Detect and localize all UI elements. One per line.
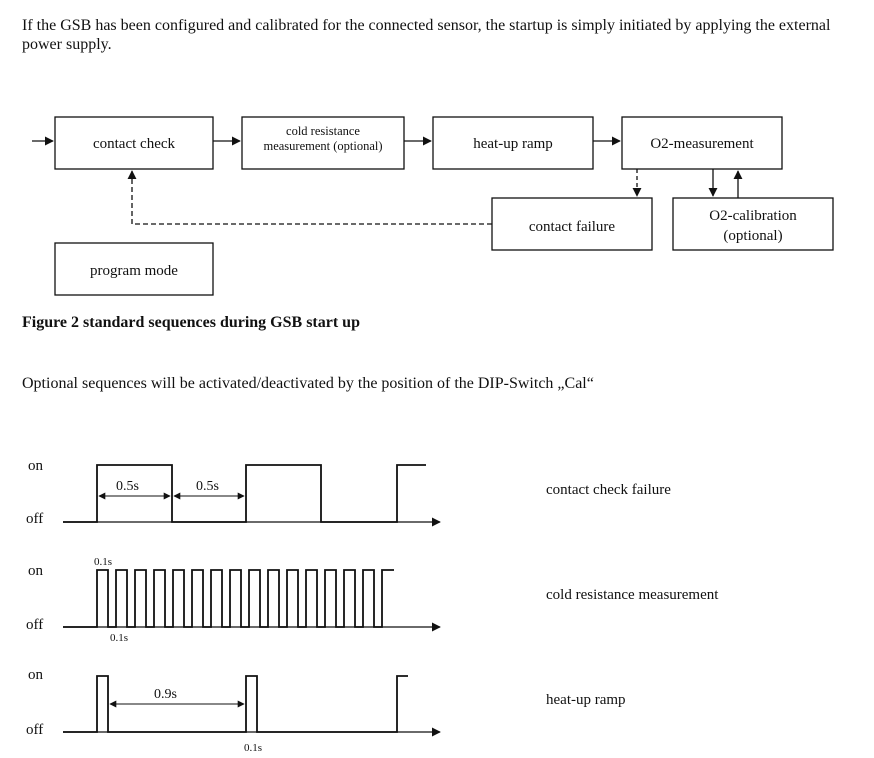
box-o2-calibration	[672, 197, 834, 251]
label-09s: 0.9s	[154, 687, 177, 702]
label-heat-up-ramp-timing: heat-up ramp	[546, 692, 626, 708]
label-cold-resistance-measurement: cold resistance measurement	[546, 587, 719, 603]
label-o2-calibration-1: O2-calibration	[709, 208, 797, 224]
label-o2-measurement: O2-measurement	[650, 136, 754, 152]
dashed-failure-return	[127, 170, 492, 225]
label-05s-2: 0.5s	[196, 479, 219, 494]
signal-cold-resistance	[63, 569, 394, 628]
intro-paragraph: If the GSB has been configured and calib…	[22, 17, 831, 53]
label-05s-1: 0.5s	[116, 479, 139, 494]
label-contact-check: contact check	[93, 136, 176, 152]
optional-sequences-text: Optional sequences will be activated/dea…	[22, 375, 594, 392]
off-label-3: off	[26, 722, 43, 738]
label-heat-up-ramp: heat-up ramp	[473, 136, 553, 152]
on-label-1: on	[28, 458, 44, 474]
label-01s-top: 0.1s	[94, 556, 112, 568]
label-cold-resistance-2: measurement (optional)	[263, 139, 382, 153]
signal-heat-up-ramp	[63, 675, 408, 733]
label-01s-heat: 0.1s	[244, 742, 262, 754]
off-label-1: off	[26, 511, 43, 527]
off-label-2: off	[26, 617, 43, 633]
signal-contact-check-failure	[63, 464, 426, 523]
label-cold-resistance-1: cold resistance	[286, 124, 360, 138]
box-program-mode	[54, 242, 214, 296]
on-label-3: on	[28, 667, 44, 683]
on-label-2: on	[28, 563, 44, 579]
label-program-mode: program mode	[90, 263, 178, 279]
box-heat-up-ramp	[432, 116, 594, 170]
label-contact-failure: contact failure	[529, 219, 616, 235]
label-contact-check-failure: contact check failure	[546, 482, 671, 498]
box-cold-resistance	[241, 116, 405, 170]
figure-caption: Figure 2 standard sequences during GSB s…	[22, 314, 360, 331]
label-01s-bottom: 0.1s	[110, 632, 128, 644]
box-contact-check	[54, 116, 214, 170]
label-o2-calibration-2: (optional)	[723, 228, 782, 244]
box-o2-measurement	[621, 116, 783, 170]
